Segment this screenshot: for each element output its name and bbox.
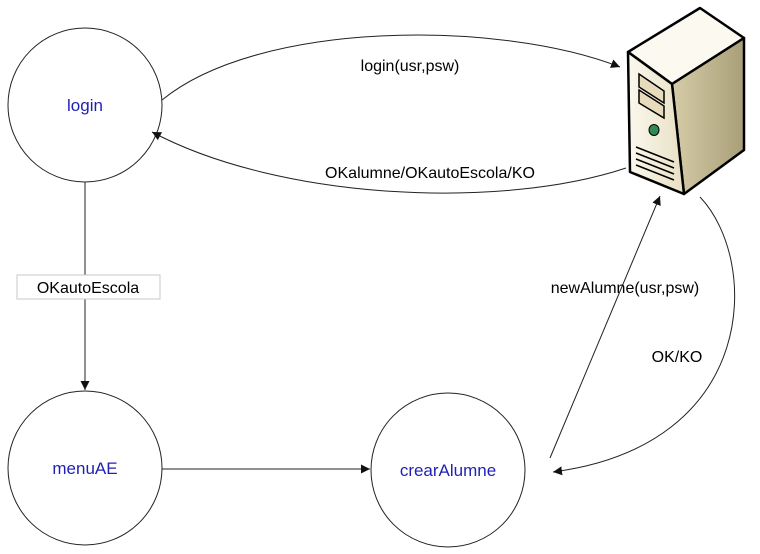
node-menuAE[interactable]: menuAE [7,390,163,546]
edge-server-to-login-label: OKalumne/OKautoEscola/KO [325,165,535,182]
node-menuAE-label: menuAE [52,459,117,478]
edge-crearAlumne-to-server-label: newAlumne(usr,psw) [551,280,700,297]
edge-login-to-server-label: login(usr,psw) [361,58,460,75]
node-login-label: login [67,96,103,115]
edge-server-to-crearAlumne [552,196,736,476]
edge-login-to-server [161,34,621,101]
edge-login-to-menuAE-label-box [16,274,161,300]
edge-login-to-menuAE-label: OKautoEscola [37,280,139,297]
edge-server-to-login [151,131,627,194]
edge-crearAlumne-to-server [549,195,661,459]
node-login[interactable]: login [7,27,163,183]
edge-server-to-crearAlumne-label: OK/KO [652,349,703,366]
node-crearAlumne[interactable]: crearAlumne [370,392,526,548]
node-crearAlumne-label: crearAlumne [400,461,496,480]
server-icon[interactable] [626,6,746,196]
